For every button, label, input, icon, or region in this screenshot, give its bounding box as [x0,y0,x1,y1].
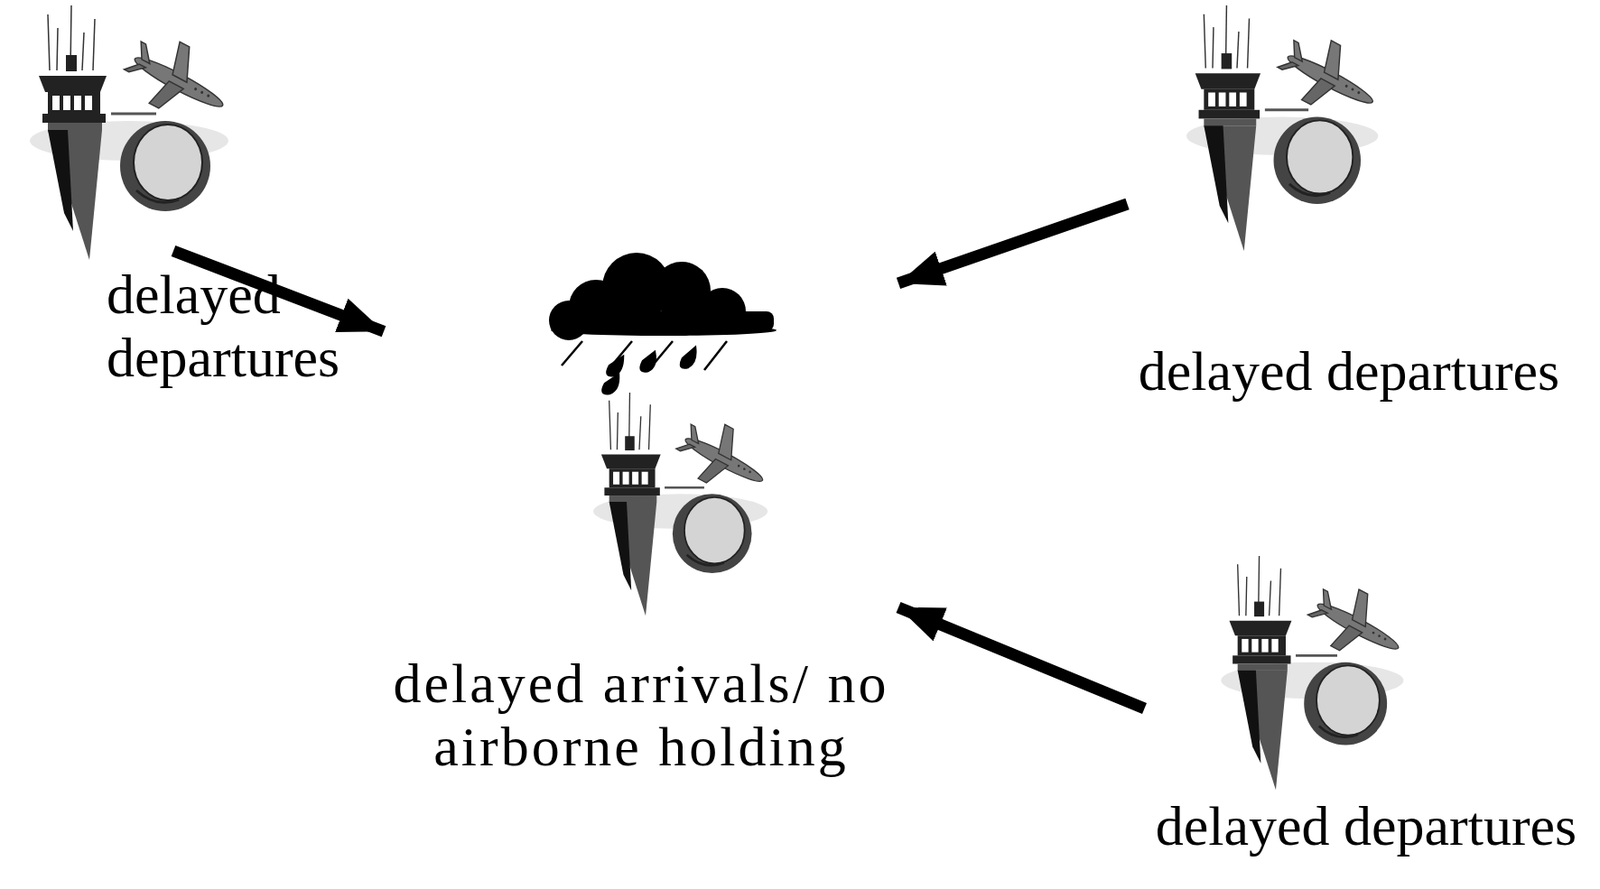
flow-arrow [898,204,1128,284]
rain [561,341,727,394]
airport-node: delayed departures [1144,556,1589,858]
airport-node: delayed departures [97,5,174,390]
airport-label: delayed arrivals/ no airborne holding [392,651,890,779]
airport-label: delayed departures [106,262,165,390]
airport-node: delayed departures [1127,5,1572,403]
flow-arrow [898,607,1145,709]
storm-cloud [548,252,777,341]
airport-label: delayed departures [1136,339,1563,403]
flow-arrow [173,251,384,332]
airport-icon [29,5,240,261]
airport-icon [1186,5,1389,252]
airport-icon [593,392,778,616]
airport-label: delayed departures [1153,794,1580,858]
airport-node: delayed arrivals/ no airborne holding [383,254,899,779]
airport-icon [1220,556,1414,791]
